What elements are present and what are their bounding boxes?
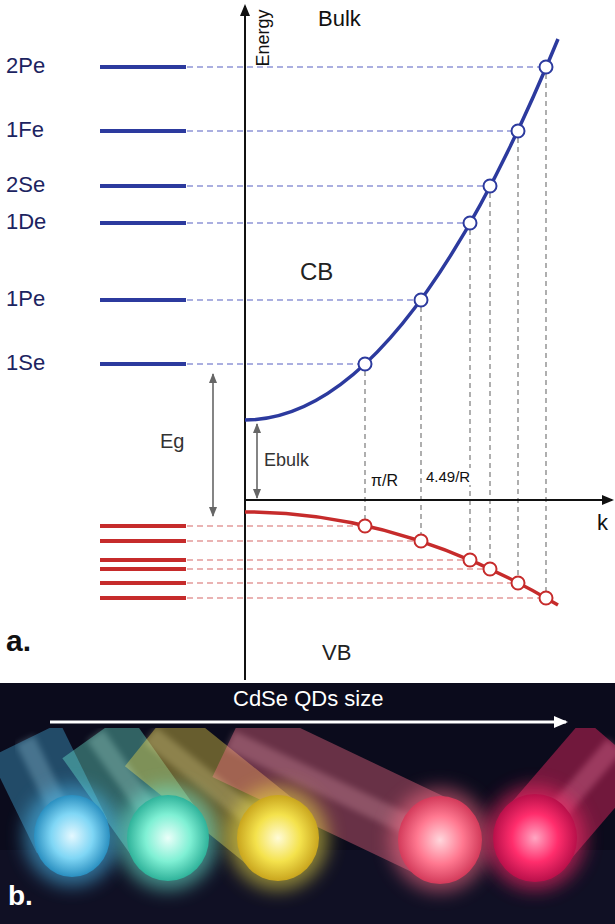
energy-level <box>100 558 186 562</box>
state-point <box>512 577 525 590</box>
state-point <box>540 592 553 605</box>
level-label: 1Pe <box>6 286 45 311</box>
state-point <box>464 554 477 567</box>
guide-line <box>187 559 463 560</box>
k-axis <box>245 499 612 501</box>
level-label: 2Pe <box>6 53 45 78</box>
state-point <box>512 125 525 138</box>
state-point <box>359 358 372 371</box>
band-label: VB <box>322 640 351 665</box>
energy-level <box>100 184 186 188</box>
panel-letter: a. <box>6 624 31 659</box>
rod-glow <box>24 786 120 886</box>
rod-end <box>398 796 482 884</box>
rod-end <box>127 795 209 881</box>
photo-caption: CdSe QDs size <box>233 686 383 711</box>
cb-levels <box>100 67 186 364</box>
rods <box>24 735 615 892</box>
state-point <box>484 563 497 576</box>
region-label: Bulk <box>318 6 361 31</box>
cb-points <box>359 61 553 371</box>
state-point <box>464 217 477 230</box>
guide-line <box>187 222 463 223</box>
level-label: 2Se <box>6 172 45 197</box>
rod-end <box>34 795 110 877</box>
energy-level <box>100 596 186 600</box>
band-label: CB <box>300 258 333 286</box>
rod-glow <box>228 786 328 890</box>
level-label: 1De <box>6 209 46 234</box>
guide-line <box>364 371 365 519</box>
state-point <box>415 535 428 548</box>
guide-line <box>187 66 539 67</box>
guide-line <box>489 193 490 562</box>
rod-glow <box>390 788 490 892</box>
vb-points <box>359 520 553 605</box>
axis-label: Energy <box>253 9 274 66</box>
rod-glow <box>118 786 218 890</box>
k-value: π/R <box>369 472 400 490</box>
state-point <box>540 61 553 74</box>
bulk-gap-arrow <box>256 424 258 498</box>
guide-line <box>187 582 511 583</box>
k-guides <box>365 74 546 591</box>
guide-line <box>187 299 414 300</box>
energy-level <box>100 581 186 585</box>
conduction-band-curve <box>245 39 558 420</box>
state-point <box>359 520 372 533</box>
gap-label: Ebulk <box>264 450 309 471</box>
state-point <box>415 294 428 307</box>
gap-label: Eg <box>160 430 184 453</box>
photo-background <box>0 683 615 924</box>
rod-end <box>493 794 577 882</box>
photo-panel <box>0 683 615 924</box>
energy-level <box>100 65 186 69</box>
vb-guides <box>187 526 539 598</box>
panel-letter: b. <box>8 880 33 912</box>
energy-level <box>100 539 186 543</box>
k-value: 4.49/R <box>424 468 472 485</box>
guide-line <box>187 525 358 526</box>
energy-axis <box>244 6 246 680</box>
cb-guides <box>187 67 539 364</box>
energy-level <box>100 221 186 225</box>
guide-line <box>187 130 511 131</box>
valence-band-curve <box>245 512 558 605</box>
energy-level <box>100 524 186 528</box>
gap-arrow <box>212 374 214 516</box>
energy-level <box>100 129 186 133</box>
level-label: 1Se <box>6 350 45 375</box>
guide-line <box>187 540 414 541</box>
size-arrow <box>50 721 566 724</box>
rod-glow <box>485 786 585 890</box>
guide-line <box>187 568 483 569</box>
guide-line <box>187 185 483 186</box>
guide-line <box>469 230 470 553</box>
level-label: 1Fe <box>6 117 44 142</box>
guide-line <box>187 363 358 364</box>
guide-line <box>545 74 546 591</box>
guide-line <box>517 138 518 576</box>
vb-levels <box>100 526 186 598</box>
energy-level <box>100 567 186 571</box>
state-point <box>484 180 497 193</box>
energy-level <box>100 298 186 302</box>
band-diagram <box>100 6 612 680</box>
axis-label: k <box>597 510 608 535</box>
rod-end <box>237 795 319 881</box>
guide-line <box>187 597 539 598</box>
energy-level <box>100 362 186 366</box>
